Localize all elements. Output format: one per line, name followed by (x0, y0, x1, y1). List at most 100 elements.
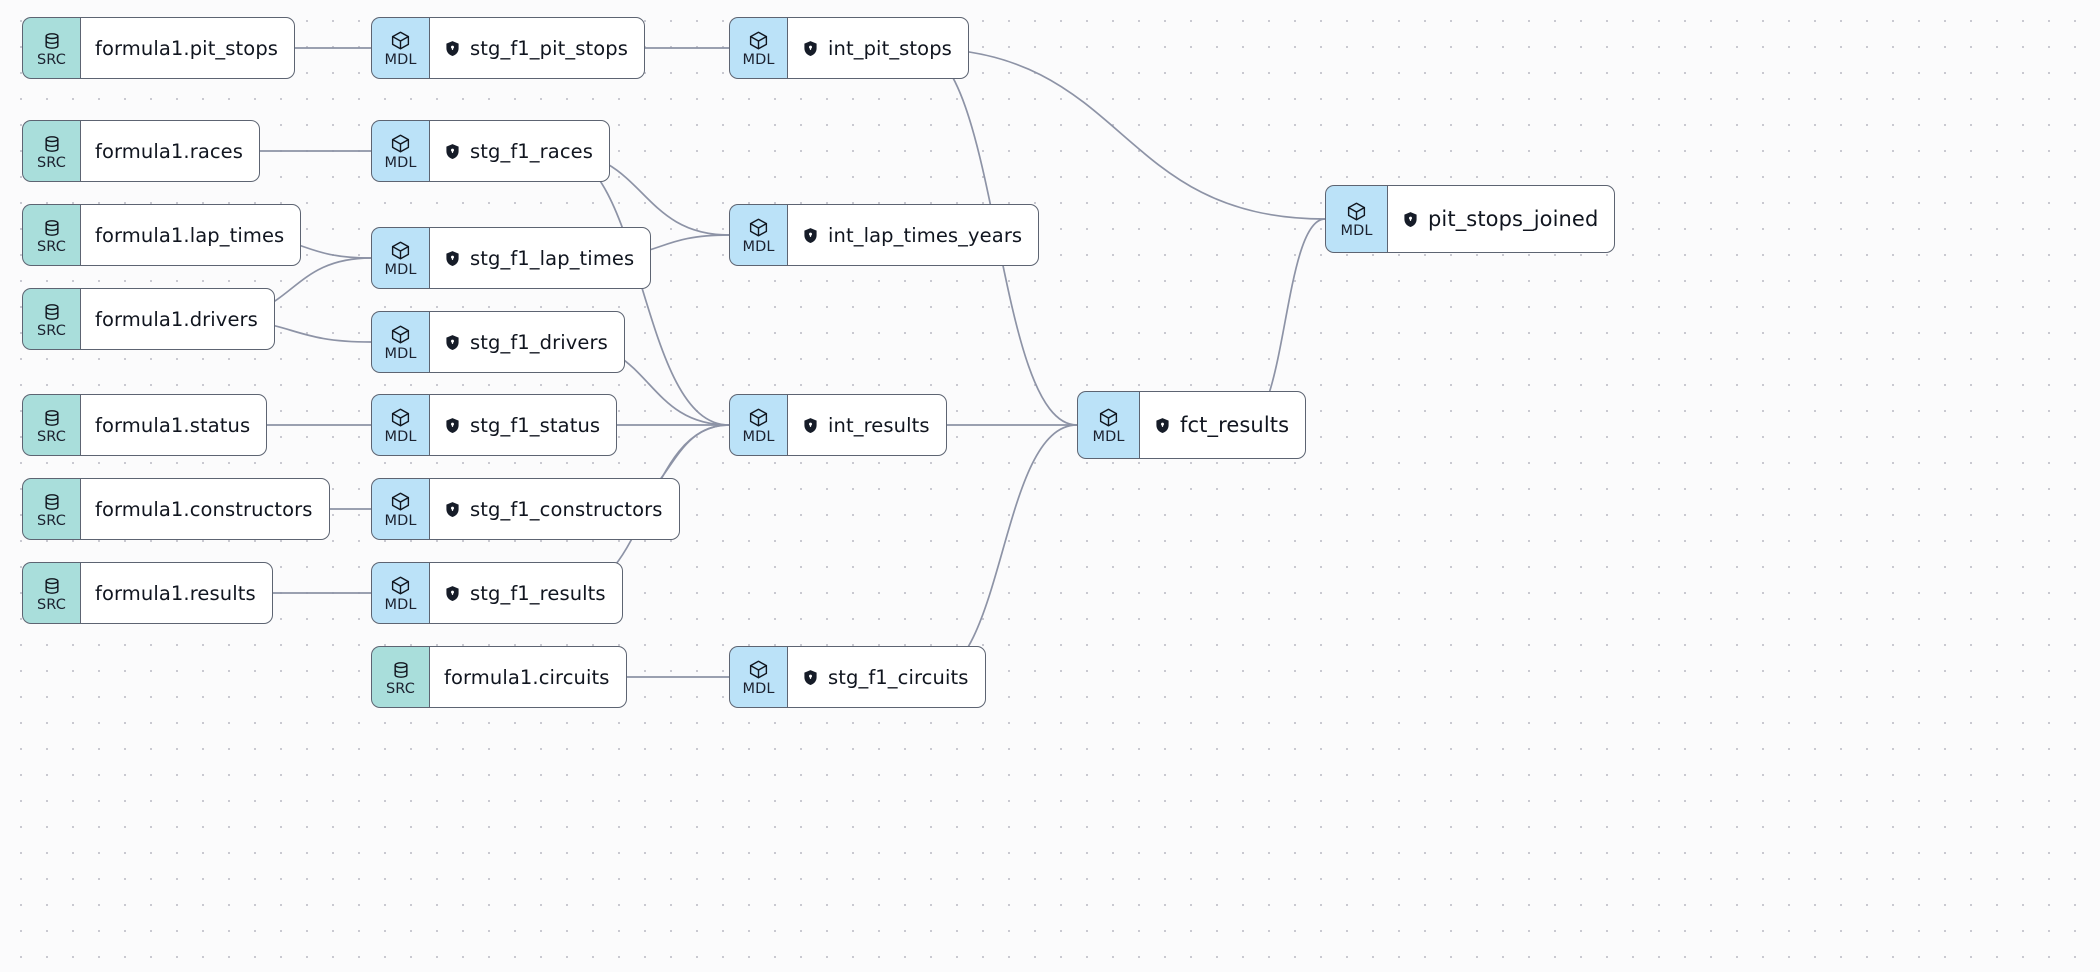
node-label: stg_f1_results (470, 581, 606, 605)
node-kind-label: MDL (384, 52, 417, 68)
graph-node-src_constructors[interactable]: SRC formula1.constructors (22, 478, 330, 540)
node-body: int_lap_times_years (787, 204, 1040, 266)
cube-icon (390, 324, 411, 345)
shield-icon (444, 417, 461, 434)
shield-icon (802, 669, 819, 686)
src-badge: SRC (371, 646, 429, 708)
mdl-badge: MDL (729, 204, 787, 266)
node-label: pit_stops_joined (1428, 207, 1599, 231)
node-kind-label: SRC (37, 238, 66, 255)
node-kind-label: MDL (742, 52, 775, 68)
node-kind-label: SRC (37, 51, 66, 68)
node-kind-label: MDL (384, 155, 417, 171)
shield-icon (802, 417, 819, 434)
mdl-badge: MDL (729, 394, 787, 456)
mdl-badge: MDL (371, 311, 429, 373)
node-label: stg_f1_circuits (828, 665, 969, 689)
graph-node-int_pit_stops[interactable]: MDL int_pit_stops (729, 17, 969, 79)
src-badge: SRC (22, 394, 80, 456)
src-badge: SRC (22, 562, 80, 624)
node-label: int_lap_times_years (828, 223, 1023, 247)
src-badge: SRC (22, 120, 80, 182)
graph-node-fct_results[interactable]: MDL fct_results (1077, 391, 1307, 459)
graph-node-stg_status[interactable]: MDL stg_f1_status (371, 394, 618, 456)
database-cylinder-icon (42, 302, 62, 322)
graph-node-stg_races[interactable]: MDL stg_f1_races (371, 120, 610, 182)
graph-node-src_pit_stops[interactable]: SRC formula1.pit_stops (22, 17, 296, 79)
node-body: stg_f1_lap_times (429, 227, 652, 289)
graph-node-src_drivers[interactable]: SRC formula1.drivers (22, 288, 275, 350)
graph-node-src_results[interactable]: SRC formula1.results (22, 562, 273, 624)
shield-icon (444, 334, 461, 351)
node-kind-label: MDL (384, 597, 417, 613)
graph-node-stg_lap_times[interactable]: MDL stg_f1_lap_times (371, 227, 652, 289)
node-kind-label: SRC (386, 680, 415, 697)
cube-icon (390, 575, 411, 596)
graph-node-src_status[interactable]: SRC formula1.status (22, 394, 268, 456)
node-body: stg_f1_results (429, 562, 623, 624)
node-body: formula1.pit_stops (80, 17, 296, 79)
node-kind-label: MDL (742, 429, 775, 445)
shield-icon (1154, 417, 1171, 434)
node-kind-label: MDL (1340, 223, 1373, 239)
node-body: formula1.status (80, 394, 268, 456)
node-body: formula1.circuits (429, 646, 627, 708)
graph-node-stg_circuits[interactable]: MDL stg_f1_circuits (729, 646, 986, 708)
mdl-badge: MDL (371, 478, 429, 540)
node-body: stg_f1_races (429, 120, 610, 182)
mdl-badge: MDL (371, 120, 429, 182)
graph-node-src_races[interactable]: SRC formula1.races (22, 120, 261, 182)
node-body: pit_stops_joined (1387, 185, 1616, 253)
node-kind-label: SRC (37, 154, 66, 171)
shield-icon (444, 250, 461, 267)
node-body: formula1.lap_times (80, 204, 302, 266)
node-label: int_results (828, 413, 930, 437)
graph-node-src_circuits[interactable]: SRC formula1.circuits (371, 646, 627, 708)
mdl-badge: MDL (729, 646, 787, 708)
node-label: formula1.drivers (95, 307, 258, 331)
cube-icon (390, 240, 411, 261)
node-body: fct_results (1139, 391, 1307, 459)
node-label: stg_f1_constructors (470, 497, 663, 521)
node-label: formula1.pit_stops (95, 36, 279, 60)
database-cylinder-icon (391, 660, 411, 680)
node-body: stg_f1_drivers (429, 311, 625, 373)
graph-node-stg_constructors[interactable]: MDL stg_f1_constructors (371, 478, 680, 540)
node-kind-label: MDL (384, 262, 417, 278)
node-kind-label: SRC (37, 428, 66, 445)
node-label: stg_f1_status (470, 413, 601, 437)
node-label: formula1.races (95, 139, 244, 163)
cube-icon (390, 133, 411, 154)
mdl-badge: MDL (371, 394, 429, 456)
cube-icon (390, 407, 411, 428)
src-badge: SRC (22, 204, 80, 266)
graph-node-stg_results[interactable]: MDL stg_f1_results (371, 562, 623, 624)
node-label: stg_f1_drivers (470, 330, 608, 354)
node-label: formula1.results (95, 581, 256, 605)
node-kind-label: SRC (37, 512, 66, 529)
graph-node-int_results[interactable]: MDL int_results (729, 394, 947, 456)
node-label: fct_results (1180, 413, 1290, 437)
node-body: formula1.results (80, 562, 273, 624)
graph-node-src_lap_times[interactable]: SRC formula1.lap_times (22, 204, 302, 266)
graph-node-stg_drivers[interactable]: MDL stg_f1_drivers (371, 311, 625, 373)
graph-node-int_lap_times_years[interactable]: MDL int_lap_times_years (729, 204, 1040, 266)
node-kind-label: MDL (384, 346, 417, 362)
node-body: int_pit_stops (787, 17, 969, 79)
node-label: int_pit_stops (828, 36, 952, 60)
node-body: stg_f1_circuits (787, 646, 986, 708)
src-badge: SRC (22, 288, 80, 350)
cube-icon (1098, 407, 1119, 428)
node-body: formula1.constructors (80, 478, 330, 540)
shield-icon (802, 227, 819, 244)
graph-node-pit_stops_joined[interactable]: MDL pit_stops_joined (1325, 185, 1616, 253)
node-kind-label: MDL (384, 429, 417, 445)
mdl-badge: MDL (371, 562, 429, 624)
cube-icon (748, 659, 769, 680)
database-cylinder-icon (42, 492, 62, 512)
mdl-badge: MDL (1077, 391, 1139, 459)
database-cylinder-icon (42, 134, 62, 154)
cube-icon (1346, 201, 1367, 222)
